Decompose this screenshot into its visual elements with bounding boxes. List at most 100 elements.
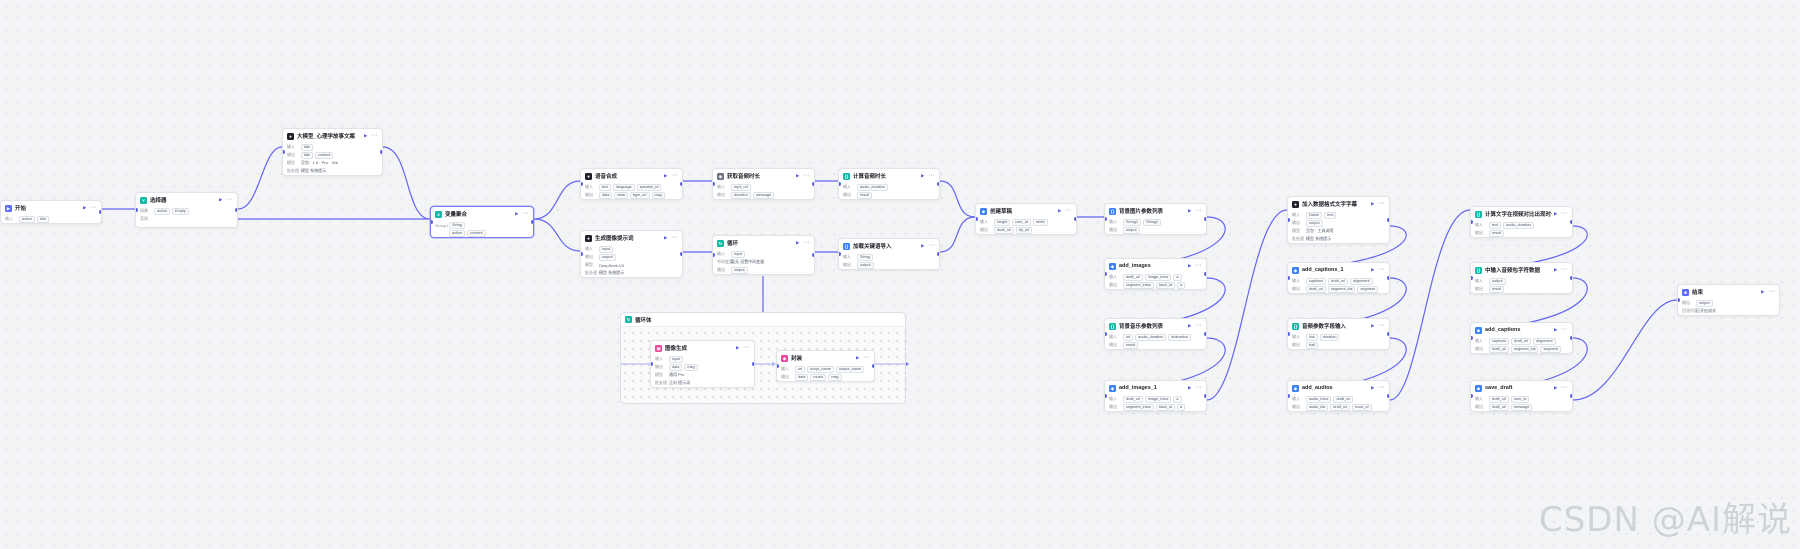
input-port[interactable] bbox=[651, 362, 653, 366]
node-header[interactable]: {}计算文字在视频对比出现时长▶··· bbox=[1471, 207, 1572, 221]
more-options-icon[interactable]: ··· bbox=[803, 173, 810, 179]
input-port[interactable] bbox=[1288, 218, 1290, 222]
more-options-icon[interactable]: ··· bbox=[863, 355, 870, 361]
input-port[interactable] bbox=[581, 252, 583, 256]
run-node-icon[interactable]: ▶ bbox=[664, 173, 668, 178]
output-port[interactable] bbox=[235, 208, 237, 212]
input-port[interactable] bbox=[1288, 332, 1290, 336]
more-options-icon[interactable]: ··· bbox=[1561, 267, 1568, 273]
run-node-icon[interactable]: ▶ bbox=[364, 133, 368, 138]
node-header[interactable]: ◉获取音频时长▶··· bbox=[713, 169, 814, 183]
run-node-icon[interactable]: ▶ bbox=[796, 240, 800, 245]
input-port[interactable] bbox=[976, 217, 978, 221]
node-header[interactable]: ◆add_captions_1▶··· bbox=[1288, 263, 1389, 277]
run-node-icon[interactable]: ▶ bbox=[1188, 208, 1192, 213]
output-port[interactable] bbox=[1570, 220, 1572, 224]
input-port[interactable] bbox=[1288, 394, 1290, 398]
output-port[interactable] bbox=[937, 182, 939, 186]
more-options-icon[interactable]: ··· bbox=[928, 243, 935, 249]
node-header[interactable]: ◆add_audios▶··· bbox=[1288, 381, 1389, 395]
run-node-icon[interactable]: ▶ bbox=[1554, 211, 1558, 216]
node-header[interactable]: {}计算音频时长▶··· bbox=[839, 169, 939, 183]
node-header[interactable]: ◆add_captions▶··· bbox=[1471, 323, 1572, 337]
run-node-icon[interactable]: ▶ bbox=[1188, 263, 1192, 268]
more-options-icon[interactable]: ··· bbox=[928, 173, 935, 179]
node-header[interactable]: {}音频参数字段输入▶··· bbox=[1288, 319, 1389, 333]
output-port[interactable] bbox=[1204, 332, 1206, 336]
more-options-icon[interactable]: ··· bbox=[90, 205, 97, 211]
output-port[interactable] bbox=[1074, 217, 1076, 221]
output-port[interactable] bbox=[872, 364, 874, 368]
node-header[interactable]: ●语音合成▶··· bbox=[581, 169, 682, 183]
node-header[interactable]: ◆封装▶··· bbox=[777, 351, 874, 365]
node-header[interactable]: {}加载关键语导入▶··· bbox=[839, 239, 939, 253]
input-port[interactable] bbox=[431, 220, 433, 224]
run-node-icon[interactable]: ▶ bbox=[921, 243, 925, 248]
output-port[interactable] bbox=[380, 150, 382, 154]
run-node-icon[interactable]: ▶ bbox=[83, 205, 87, 210]
input-port[interactable] bbox=[1105, 217, 1107, 221]
more-options-icon[interactable]: ··· bbox=[1195, 323, 1202, 329]
node-header[interactable]: ⑂选择器▶··· bbox=[136, 193, 237, 207]
more-options-icon[interactable]: ··· bbox=[226, 197, 233, 203]
output-port[interactable] bbox=[531, 220, 533, 224]
node-header[interactable]: {}中输入音频包字符数据▶··· bbox=[1471, 263, 1572, 277]
input-port[interactable] bbox=[581, 182, 583, 186]
output-port[interactable] bbox=[1387, 394, 1389, 398]
node-header[interactable]: ●生成图像提示词▶··· bbox=[581, 231, 682, 245]
output-port[interactable] bbox=[1387, 276, 1389, 280]
more-options-icon[interactable]: ··· bbox=[1195, 263, 1202, 269]
input-port[interactable] bbox=[1471, 276, 1473, 280]
node-header[interactable]: ◆save_draft▶··· bbox=[1471, 381, 1572, 395]
output-port[interactable] bbox=[1387, 218, 1389, 222]
run-node-icon[interactable]: ▶ bbox=[1188, 385, 1192, 390]
output-port[interactable] bbox=[99, 210, 101, 214]
output-port[interactable] bbox=[1204, 394, 1206, 398]
input-port[interactable] bbox=[1105, 332, 1107, 336]
input-port[interactable] bbox=[136, 208, 138, 212]
more-options-icon[interactable]: ··· bbox=[1378, 323, 1385, 329]
input-port[interactable] bbox=[1288, 276, 1290, 280]
node-header[interactable]: {}背景图片参数列表▶··· bbox=[1105, 204, 1206, 218]
run-node-icon[interactable]: ▶ bbox=[219, 197, 223, 202]
input-port[interactable] bbox=[283, 150, 285, 154]
input-port[interactable] bbox=[777, 364, 779, 368]
node-header[interactable]: ◆add_images_1▶··· bbox=[1105, 381, 1206, 395]
output-port[interactable] bbox=[1570, 276, 1572, 280]
run-node-icon[interactable]: ▶ bbox=[1554, 327, 1558, 332]
run-node-icon[interactable]: ▶ bbox=[856, 355, 860, 360]
more-options-icon[interactable]: ··· bbox=[1378, 201, 1385, 207]
input-port[interactable] bbox=[839, 252, 841, 256]
run-node-icon[interactable]: ▶ bbox=[1554, 267, 1558, 272]
more-options-icon[interactable]: ··· bbox=[1768, 289, 1775, 295]
run-node-icon[interactable]: ▶ bbox=[1371, 385, 1375, 390]
node-header[interactable]: ▣图像生成▶··· bbox=[651, 341, 754, 355]
output-port[interactable] bbox=[752, 362, 754, 366]
output-port[interactable] bbox=[812, 253, 814, 257]
output-port[interactable] bbox=[812, 182, 814, 186]
more-options-icon[interactable]: ··· bbox=[803, 240, 810, 246]
loop-body-header[interactable]: ↻ 循环体 bbox=[621, 313, 905, 327]
input-port[interactable] bbox=[713, 182, 715, 186]
